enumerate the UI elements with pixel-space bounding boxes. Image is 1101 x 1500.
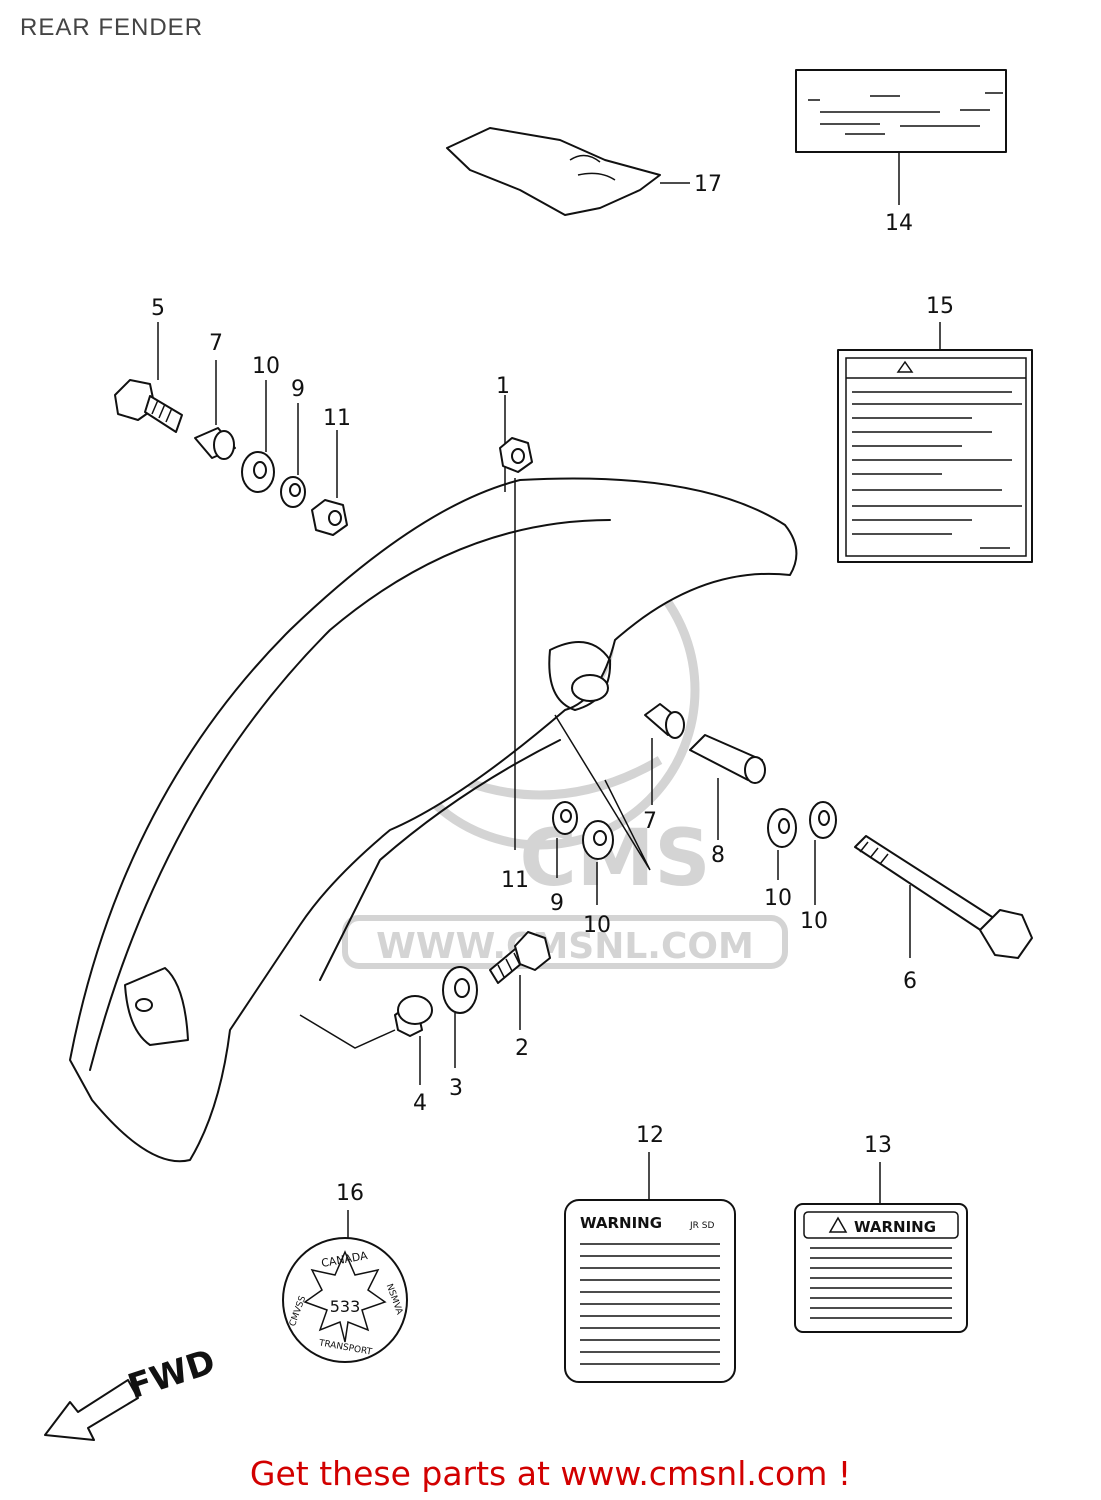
part-number-4: 4 [413, 1091, 427, 1116]
part-number-6: 6 [903, 969, 917, 994]
part-number-10a: 10 [252, 354, 280, 379]
part-number-16: 16 [336, 1181, 364, 1206]
part-8-collar-long [689, 734, 766, 840]
part-7-collar-right [644, 703, 685, 805]
part-10-washer-right-b [809, 801, 837, 905]
page-title: REAR FENDER [20, 14, 204, 41]
part-number-1: 1 [496, 374, 510, 399]
part-5-bolt [114, 322, 183, 433]
part-number-10b: 10 [583, 913, 611, 938]
forward-direction-label: FWD [123, 1342, 220, 1408]
part-9-lockwasher-upper [280, 403, 306, 508]
part-11-nut-upper [311, 430, 348, 536]
part-9-lockwasher-middle [552, 801, 578, 878]
part-number-15: 15 [926, 294, 954, 319]
part-number-14: 14 [885, 211, 913, 236]
part-17-pouch [446, 127, 690, 216]
part-number-9a: 9 [291, 377, 305, 402]
watermark-logo-text: CMS [519, 814, 710, 904]
part-10-washer-middle [582, 820, 614, 905]
label-13-warning-text: WARNING [854, 1218, 936, 1236]
part-16-canada-label: 16 533 CANADA CMVSS NSMVA TRANSPORT [282, 1181, 408, 1363]
part-3-washer [442, 966, 478, 1068]
part-number-7a: 7 [209, 331, 223, 356]
footer-promo-text: Get these parts at www.cmsnl.com ! [249, 1454, 852, 1493]
part-12-warning-label: 12 WARNING JR SD [564, 1123, 736, 1383]
part-number-8: 8 [711, 843, 725, 868]
part-number-5: 5 [151, 296, 165, 321]
part-number-2: 2 [515, 1036, 529, 1061]
label-12-warning-text: WARNING [580, 1214, 662, 1232]
part-7-collar-upper [194, 360, 236, 460]
part-number-12: 12 [636, 1123, 664, 1148]
part-10-washer-right-a [767, 808, 797, 880]
part-number-10d: 10 [800, 909, 828, 934]
part-number-17: 17 [694, 172, 722, 197]
part-number-9b: 9 [550, 891, 564, 916]
forward-direction-arrow: FWD [44, 1342, 220, 1441]
part-number-11a: 11 [323, 406, 351, 431]
part-10-washer-upper [241, 380, 275, 493]
part-13-warning-label: 13 WARNING [794, 1133, 968, 1333]
part-6-long-bolt [854, 835, 1033, 959]
part-number-10c: 10 [764, 886, 792, 911]
part-11-nut-middle [499, 437, 533, 850]
part-number-3: 3 [449, 1076, 463, 1101]
part-number-7b: 7 [643, 809, 657, 834]
part-14-label [795, 69, 1007, 205]
part-number-13: 13 [864, 1133, 892, 1158]
label-16-center-text: 533 [330, 1297, 361, 1316]
label-12-code-text: JR SD [689, 1221, 714, 1231]
part-2-bolt [489, 931, 551, 1030]
part-number-11b: 11 [501, 868, 529, 893]
part-15-info-label: 15 [837, 294, 1033, 563]
watermark-url-text: WWW.CMSNL.COM [376, 926, 754, 967]
part-1-fender [69, 395, 798, 1163]
part-4-grommet [394, 995, 433, 1085]
